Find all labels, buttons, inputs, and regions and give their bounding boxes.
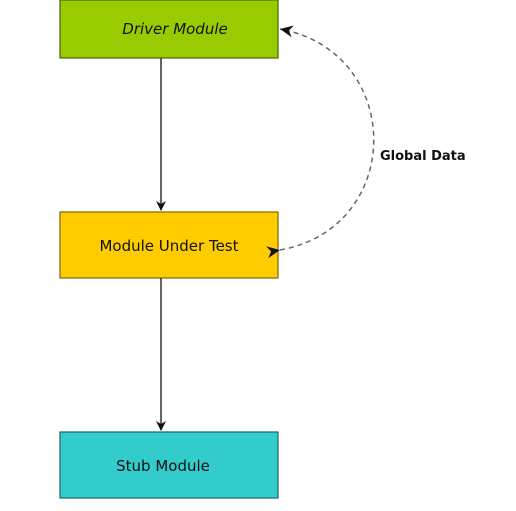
global-data-label: Global Data (380, 149, 466, 164)
module-under-test-node[interactable]: Module Under Test (59, 211, 279, 279)
stub-module-box (59, 431, 279, 499)
module-under-test-box (59, 211, 279, 279)
stub-module-node[interactable]: Stub Module (59, 431, 279, 499)
driver-module-node[interactable]: Driver Module (59, 0, 279, 59)
module-under-test-label: Module Under Test (99, 237, 238, 255)
driver-module-label: Driver Module (122, 20, 227, 38)
stub-module-label: Stub Module (116, 457, 210, 475)
global-data-shared-arrow (266, 25, 375, 259)
driver-module-box (59, 0, 279, 59)
